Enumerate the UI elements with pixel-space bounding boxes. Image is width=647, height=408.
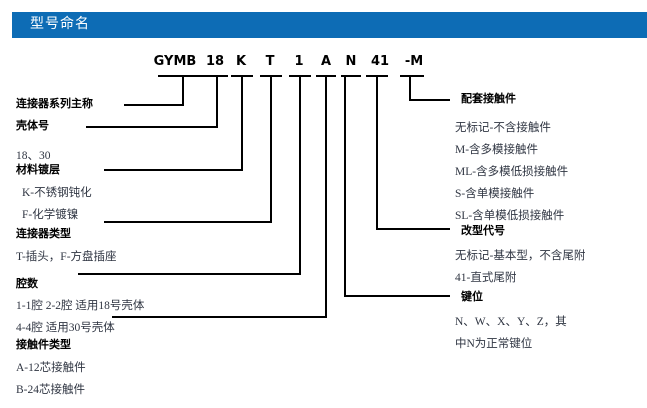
leader-a-arm	[112, 316, 327, 318]
right-heading-mating: 配套接触件	[461, 92, 516, 105]
leader-t-arm	[104, 221, 272, 223]
part-number-row: GYMB 18 K T 1 A N 41 -M	[0, 54, 647, 72]
leader-41-arm	[376, 228, 450, 230]
code-segment-1: 1	[294, 54, 304, 69]
leader-n-down	[344, 75, 346, 297]
leader-t-down	[270, 75, 272, 223]
left-detail-shell-0: 18、30	[16, 150, 51, 162]
leader-k-arm	[104, 169, 243, 171]
right-detail-mating-0: 无标记-不含接触件	[455, 122, 551, 134]
leader-one-down	[299, 75, 301, 275]
code-segment-18: 18	[205, 54, 225, 69]
code-segment-m: -M	[404, 54, 424, 69]
leader-18-down	[216, 75, 218, 128]
right-detail-keying-1: 中N为正常键位	[455, 338, 533, 350]
right-detail-mating-2: ML-含多模低损接触件	[455, 166, 569, 178]
right-detail-mating-4: SL-含单模低损接触件	[455, 210, 565, 222]
left-heading-contact: 接触件类型	[16, 338, 71, 351]
left-detail-cavity-0: 1-1腔 2-2腔 适用18号壳体	[16, 300, 145, 312]
code-segment-k: K	[235, 54, 247, 69]
left-heading-series: 连接器系列主称	[16, 97, 93, 110]
left-detail-plating-1: F-化学镀镍	[22, 209, 79, 221]
leader-41-down	[376, 75, 378, 230]
right-heading-keying: 键位	[461, 290, 483, 303]
leader-m-cap	[400, 75, 424, 77]
right-detail-variant-1: 41-直式尾附	[455, 272, 517, 284]
right-detail-mating-1: M-含多模接触件	[455, 144, 539, 156]
leader-n-arm	[344, 295, 450, 297]
code-segment-gymb: GYMB	[153, 54, 197, 69]
right-heading-variant: 改型代号	[461, 224, 505, 237]
leader-m-arm	[409, 99, 450, 101]
leader-k-down	[241, 75, 243, 171]
left-detail-plating-0: K-不锈钢钝化	[22, 187, 92, 199]
code-segment-t: T	[265, 54, 275, 69]
leader-one-arm	[78, 273, 301, 275]
leader-18-arm	[86, 126, 218, 128]
left-heading-plating: 材料镀层	[16, 163, 60, 176]
leader-m-down	[409, 75, 411, 101]
right-detail-keying-0: N、W、X、Y、Z，其	[455, 316, 567, 328]
left-detail-contact-1: B-24芯接触件	[16, 384, 85, 396]
right-detail-variant-0: 无标记-基本型，不含尾附	[455, 250, 586, 262]
leader-a-down	[325, 75, 327, 318]
page-title: 型号命名	[30, 17, 90, 32]
left-detail-type-0: T-插头，F-方盘插座	[16, 251, 117, 263]
left-heading-shell: 壳体号	[16, 119, 49, 132]
code-segment-41: 41	[370, 54, 390, 69]
leader-gymb-arm	[124, 104, 184, 106]
left-heading-cavity: 腔数	[16, 277, 38, 290]
code-segment-a: A	[320, 54, 332, 69]
right-detail-mating-3: S-含单模接触件	[455, 188, 535, 200]
title-bar: 型号命名	[12, 12, 647, 38]
left-detail-contact-0: A-12芯接触件	[16, 362, 86, 374]
leader-n-cap	[341, 75, 361, 77]
left-detail-cavity-1: 4-4腔 适用30号壳体	[16, 322, 115, 334]
left-heading-type: 连接器类型	[16, 227, 71, 240]
leader-gymb-down	[182, 75, 184, 106]
code-segment-n: N	[345, 54, 357, 69]
